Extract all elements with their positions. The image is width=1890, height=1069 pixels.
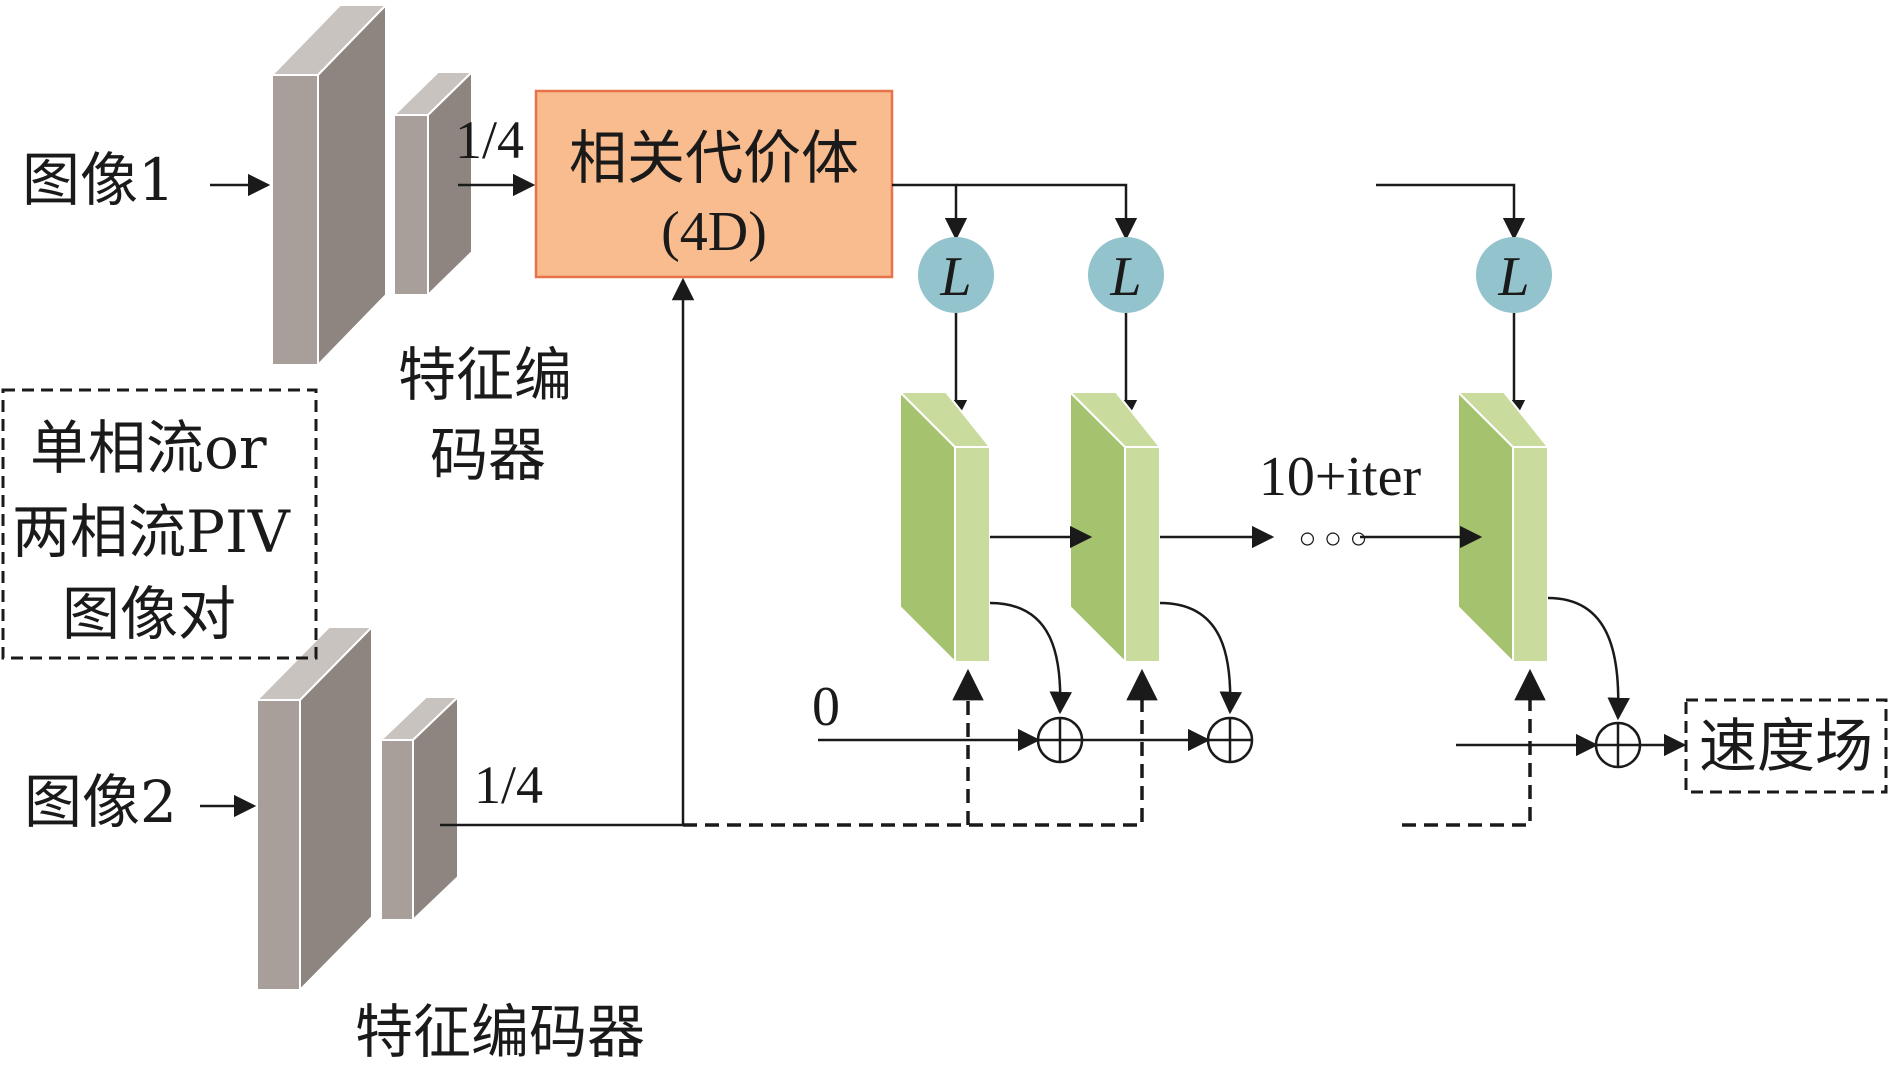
lookup-node-2: L <box>1088 237 1164 313</box>
image1-label: 图像1 <box>22 146 175 214</box>
cost-to-lookup-2 <box>956 183 1138 241</box>
output-label: 速度场 <box>1699 712 1873 780</box>
pair-box-line2: 两相流PIV <box>12 498 291 566</box>
encoder-bottom-large <box>254 624 375 993</box>
context-dashed-line-1 <box>683 668 1158 827</box>
encoder-bottom-label: 特征编码器 <box>355 998 645 1066</box>
update-block-2 <box>1067 389 1163 665</box>
initial-flow-label: 0 <box>812 676 840 738</box>
sum-node-2 <box>1206 716 1254 764</box>
cost-volume-subtitle: (4D) <box>661 201 767 263</box>
update-block-1 <box>897 389 993 665</box>
update-block-3 <box>1455 389 1551 665</box>
delta-arrow-2 <box>1159 601 1243 715</box>
scale-top-label: 1/4 <box>455 110 524 170</box>
sum-node-3 <box>1594 721 1642 769</box>
lookup-node-1: L <box>918 237 994 313</box>
encoder-top-label-line1: 特征编 <box>398 341 572 409</box>
image2-label: 图像2 <box>24 768 177 836</box>
pair-box-line1: 单相流or <box>30 414 267 482</box>
encoder-top-large <box>269 2 389 368</box>
lookup-symbol-1: L <box>939 246 971 308</box>
cost-to-lookup-3 <box>1376 183 1526 241</box>
pair-box-line3: 图像对 <box>62 580 236 648</box>
cost-to-lookup-1 <box>892 183 968 241</box>
encoder-top-small <box>391 69 475 298</box>
delta-arrow-1 <box>989 601 1073 715</box>
encoder-top-label-line2: 码器 <box>430 421 546 489</box>
image-pair-box <box>1 388 318 660</box>
delta-arrow-3 <box>1547 596 1630 721</box>
sum-node-1 <box>1036 716 1084 764</box>
cost-volume-box <box>534 89 894 279</box>
encoder-bottom-small <box>378 694 461 923</box>
context-dashed-line-3 <box>1402 668 1546 827</box>
lookup-symbol-3: L <box>1497 246 1529 308</box>
lookup-node-3: L <box>1476 237 1552 313</box>
cost-volume-title: 相关代价体 <box>569 124 859 192</box>
iteration-label: 10+iter <box>1259 446 1422 508</box>
output-box <box>1684 698 1888 794</box>
lookup-symbol-2: L <box>1109 246 1141 308</box>
scale-bottom-label: 1/4 <box>474 755 543 815</box>
iteration-ellipsis: ○ ○ ○ <box>1298 522 1367 555</box>
